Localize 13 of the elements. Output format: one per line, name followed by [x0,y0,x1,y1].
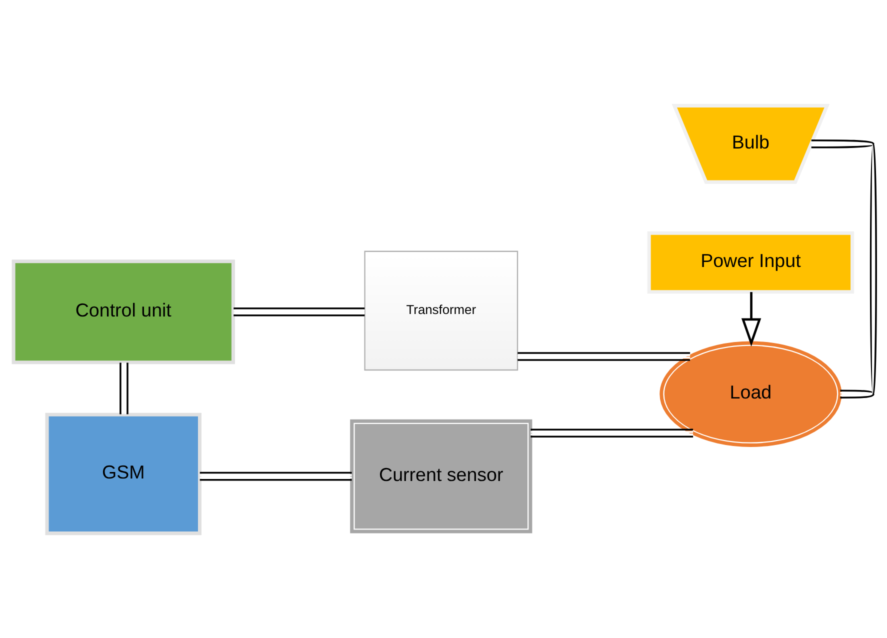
node-box: Transformer [364,250,518,370]
connector [518,352,690,360]
node-box: GSM [45,412,202,535]
arrow [741,292,762,346]
connector [200,471,352,480]
connector [811,138,877,398]
node-box: Current sensor [350,418,532,533]
connector [530,428,694,438]
connector [120,362,128,414]
connector [234,306,365,316]
node-ellipse: Load [660,340,842,446]
node-box: Power Input [647,230,854,294]
node-box: Control unit [12,259,235,364]
